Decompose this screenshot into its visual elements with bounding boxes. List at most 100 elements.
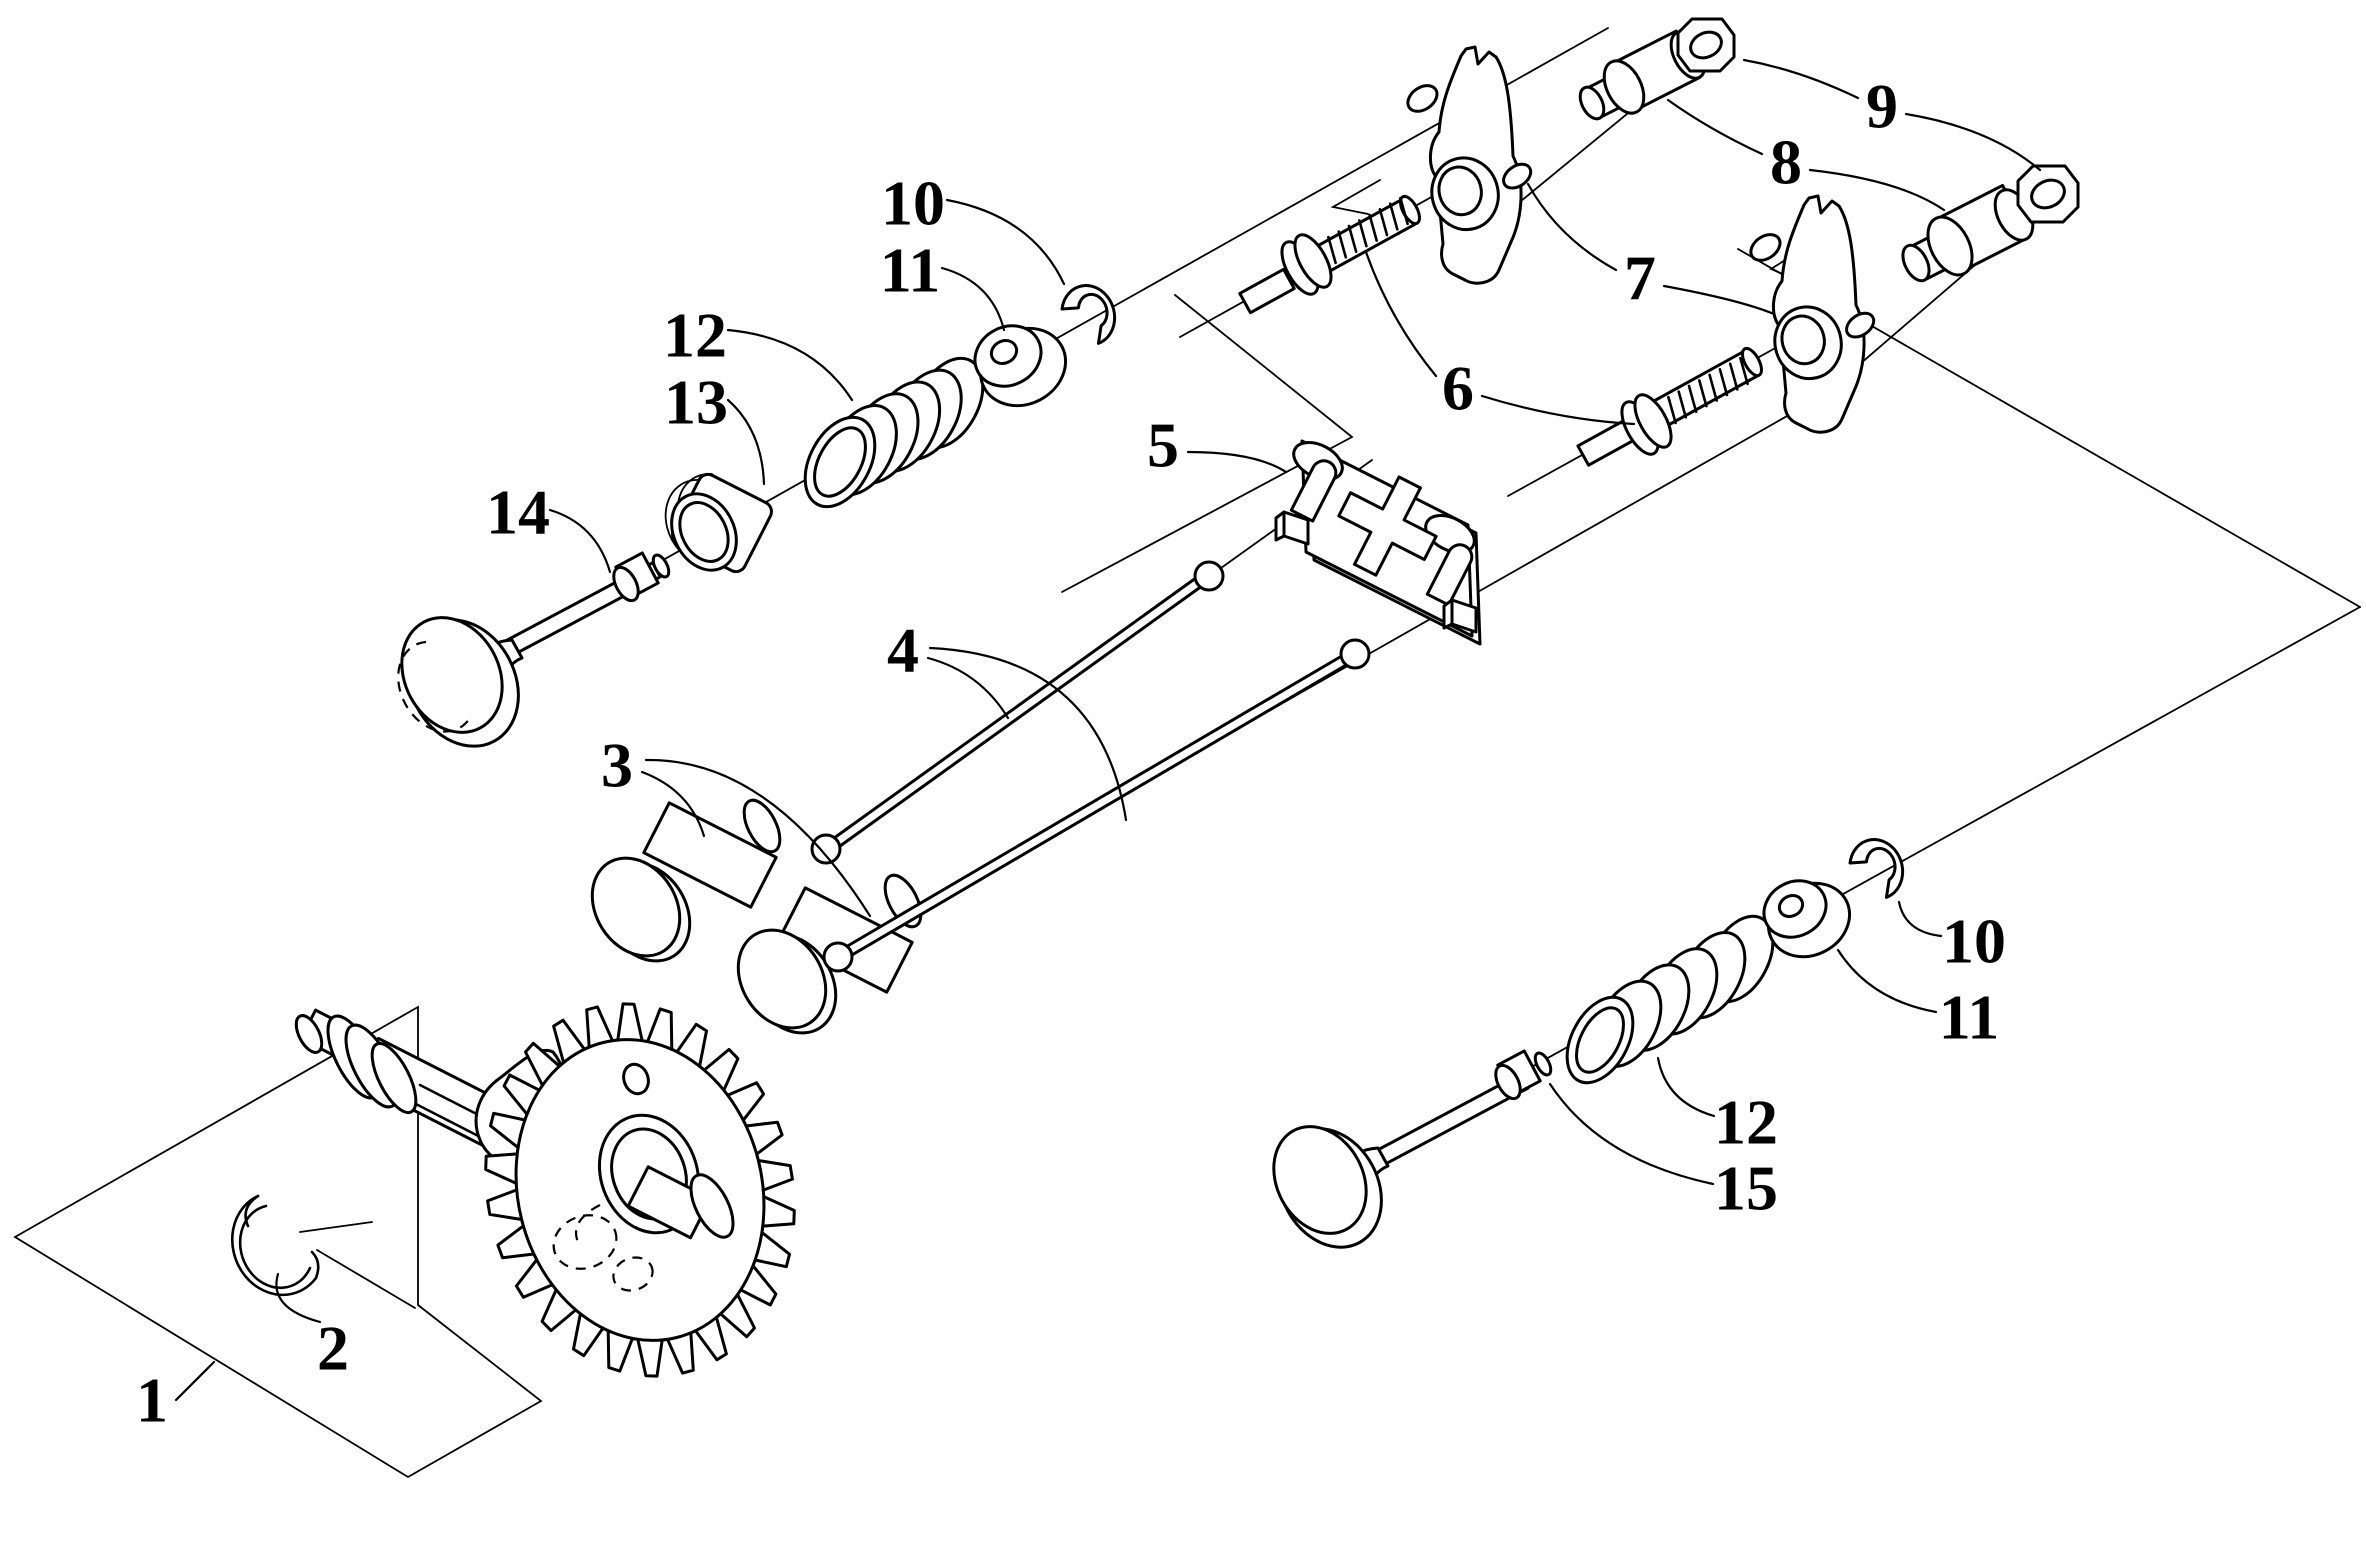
rocker-a-upper-hole [1406, 84, 1439, 113]
valve-l-tip [651, 553, 671, 579]
threads-b-tick-1 [1677, 390, 1688, 419]
valve-spring-seat [664, 472, 773, 574]
stud-a-collar2 [1293, 233, 1333, 289]
push-rod-b-shaft [834, 648, 1358, 964]
guide-plate-cross-hole [1337, 475, 1438, 577]
rocker-b-lower-hole [1845, 311, 1876, 339]
label-5-leader-1 [1186, 450, 1288, 474]
label-7-leader-2 [1662, 284, 1776, 316]
stud-a-pilot [1238, 267, 1296, 315]
label-8-leader-2 [1808, 168, 1946, 212]
retainer-l-hole [989, 339, 1019, 365]
valve-l-head-dash [397, 640, 473, 733]
label-9-leader-2 [1904, 112, 2042, 172]
valve-tappet-a [590, 798, 782, 963]
stud-a-threads [1327, 196, 1409, 265]
label-12-right: 12 [1714, 1087, 1778, 1158]
label-10-left: 10 [881, 168, 945, 239]
push-rod-a-ball2 [1193, 560, 1225, 592]
circlip-guide [316, 1249, 416, 1309]
valve-keeper-right [1848, 838, 1905, 899]
label-6-leader-1 [1364, 250, 1438, 378]
stud-b-collar2 [1633, 393, 1673, 449]
stud-b-tip [1741, 346, 1763, 378]
keeper-r-shape [1848, 838, 1905, 899]
threads-b-tick-5 [1718, 367, 1729, 397]
gear-hole [622, 1062, 650, 1096]
push-rod-b [822, 638, 1371, 973]
rocker-arm-a [1406, 45, 1533, 285]
intake-valve [397, 551, 671, 748]
pivot-a-head-face [1602, 59, 1646, 115]
label-9: 9 [1866, 71, 1898, 142]
label-7: 7 [1624, 243, 1656, 314]
pivot-a-tip-face [1578, 85, 1606, 121]
threads-b-tick-6 [1728, 362, 1739, 391]
label-11-right: 11 [1939, 982, 1999, 1053]
camshaft-retaining-ring [230, 1194, 320, 1297]
label-12-left: 12 [663, 300, 727, 371]
spring-left-coil-inner [813, 426, 867, 498]
guide-plate-slot-b [1425, 543, 1474, 607]
label-10-right: 10 [1942, 906, 2006, 977]
plane-wedge [1061, 294, 1354, 593]
label-11-left-leader-1 [940, 266, 1006, 332]
label-12-left-leader-1 [726, 328, 854, 402]
label-4-leader-2 [928, 646, 1128, 822]
label-14: 14 [486, 477, 550, 548]
guide-plate-tab-a [1274, 510, 1310, 546]
push-rod-a-ball1 [810, 833, 842, 865]
label-8-leader-1 [1666, 98, 1764, 156]
threads-b-tick-3 [1698, 379, 1708, 408]
label-14-leader-1 [548, 508, 612, 574]
lock-nut-b [2016, 164, 2080, 224]
push-rod-guide-plate [1274, 439, 1482, 646]
valve-keeper-left [1060, 284, 1117, 345]
label-6-leader-2 [1480, 394, 1636, 426]
label-9-leader-1 [1742, 58, 1860, 100]
spring-retainer-right [1762, 879, 1852, 959]
rocker-a-boss-inner [1437, 165, 1483, 217]
tappet-a-disc [590, 856, 682, 958]
push-rod-a [810, 560, 1225, 865]
retainer-r-hole [1777, 894, 1805, 918]
pivot-b-tip-face [1901, 243, 1931, 283]
camshaft-nose-cap [294, 1014, 324, 1054]
label-3-leader-2 [644, 758, 872, 918]
label-3-leader-1 [640, 770, 706, 838]
rocker-a-lower-hole [1502, 162, 1533, 190]
rocker1-wedge [1330, 179, 1381, 215]
label-1-leader-1 [174, 1360, 216, 1402]
label-11-right-leader-1 [1836, 948, 1938, 1014]
stud-b-threads [1667, 356, 1749, 425]
label-3: 3 [601, 730, 633, 801]
pivot-adjuster-b [1901, 183, 2035, 283]
label-6: 6 [1442, 353, 1474, 424]
hidden-keyway-circle2 [612, 1256, 654, 1292]
threads-b-tick-0 [1667, 395, 1677, 425]
tappet-a-stem [642, 801, 778, 909]
threads-a-tick-7 [1399, 196, 1409, 226]
guide-plate-slot-a [1289, 459, 1338, 523]
camshaft-journal-ring3 [370, 1041, 418, 1115]
threads-a-tick-6 [1388, 202, 1399, 231]
spring-right-coil-inner [1575, 1006, 1625, 1074]
threads-a-tick-1 [1337, 230, 1348, 259]
label-10-right-leader-1 [1897, 900, 1943, 938]
pivot-b-head-face [1926, 215, 1974, 277]
threads-a-tick-4 [1368, 213, 1378, 242]
rocker-b-upper-hole [1749, 233, 1782, 262]
nut-a-hole [1689, 30, 1723, 60]
label-5: 5 [1147, 410, 1179, 481]
gear-stub-end [689, 1173, 735, 1239]
push-rod-b-ball1 [822, 941, 854, 973]
circlip-axis [299, 1221, 373, 1233]
guide-plate-hole-b [1424, 513, 1476, 555]
label-1: 1 [136, 1365, 168, 1436]
valve-spring-right [1565, 914, 1775, 1085]
label-13-leader-1 [726, 398, 766, 486]
guide-plate-tab-b [1442, 598, 1478, 634]
valve-l-head [400, 616, 504, 734]
hidden-keyway-circle1 [552, 1214, 618, 1270]
